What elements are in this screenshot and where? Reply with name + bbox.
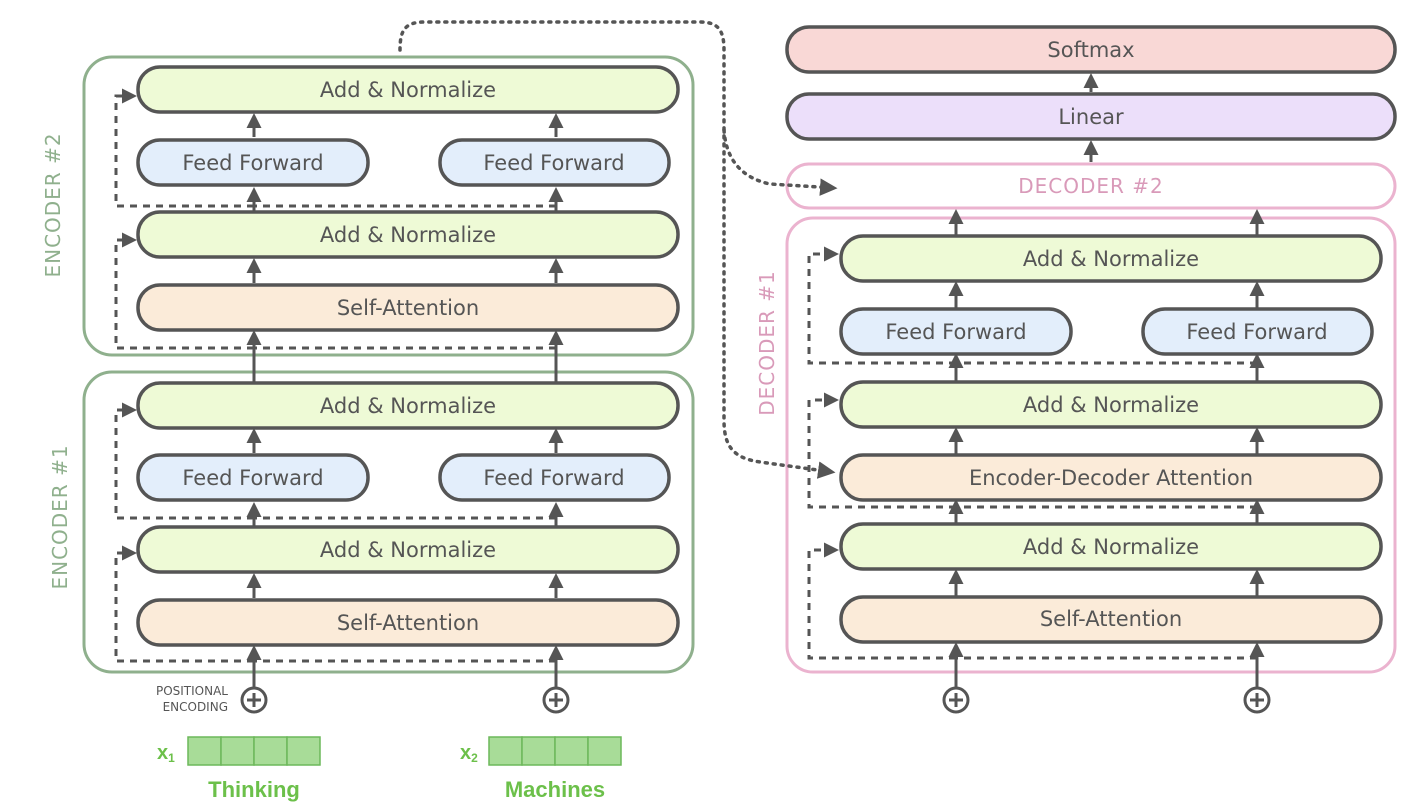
plus-circle-icon xyxy=(542,686,570,714)
encoder-1-self-attention xyxy=(136,598,680,647)
input-2-word: Machines xyxy=(505,777,605,802)
encoder-2-feed-forward-left xyxy=(136,138,370,187)
encoder-2-feed-forward-right-label: Feed Forward xyxy=(483,151,624,175)
encoder-1-self-attention-label: Self-Attention xyxy=(337,611,479,635)
encoder-2-self-attention xyxy=(136,283,680,332)
decoder-1-add-normalize-2-label: Add & Normalize xyxy=(1023,393,1199,417)
encoder-2-feed-forward-left-label: Feed Forward xyxy=(182,151,323,175)
decoder-1-feed-forward-right-label: Feed Forward xyxy=(1186,320,1327,344)
decoder-1-self-attention-label: Self-Attention xyxy=(1040,607,1182,631)
encoder-2-add-normalize-top-label: Add & Normalize xyxy=(320,78,496,102)
encoder-1-add-normalize-top xyxy=(136,381,680,430)
linear-box xyxy=(785,92,1397,141)
encoder-2-residual-upper xyxy=(114,88,254,208)
encoder-2-residual-lower xyxy=(114,232,254,350)
softmax-box xyxy=(785,25,1397,74)
decoder-1-add-normalize-1 xyxy=(839,522,1383,571)
decoder-1-feed-forward-left-label: Feed Forward xyxy=(885,320,1026,344)
encoder-2-self-attention-label: Self-Attention xyxy=(337,296,479,320)
encoder-2-add-normalize-mid xyxy=(136,210,680,259)
decoder-1-encoder-decoder-attention-label: Encoder-Decoder Attention xyxy=(969,466,1253,490)
encoder-2-frame xyxy=(82,55,695,357)
encoder-2-title: ENCODER #2 xyxy=(41,132,65,277)
decoder-1-title: DECODER #1 xyxy=(755,270,779,416)
encoder-output-to-decoder-2 xyxy=(722,128,838,196)
decoder-1-self-attention xyxy=(839,595,1383,644)
decoder-1-encoder-decoder-attention xyxy=(839,453,1383,502)
encoder-2-add-normalize-mid-label: Add & Normalize xyxy=(320,223,496,247)
input-2-var: x2 xyxy=(460,742,478,765)
decoder-1-residual-mid xyxy=(807,392,956,509)
decoder-1-add-normalize-top xyxy=(839,234,1383,283)
encoder-1-add-normalize-mid-label: Add & Normalize xyxy=(320,538,496,562)
decoder-2-box xyxy=(785,162,1397,210)
encoder-1-add-normalize-top-label: Add & Normalize xyxy=(320,394,496,418)
input-1-embedding-vector xyxy=(187,736,321,766)
plus-circle-icon xyxy=(942,686,970,714)
encoder-1-residual-lower xyxy=(114,545,254,663)
decoder-1-feed-forward-left xyxy=(839,307,1073,356)
plus-circle-icon xyxy=(1243,686,1271,714)
positional-encoding-label-line2: ENCODING xyxy=(163,700,228,714)
encoder-1-frame xyxy=(82,370,695,674)
linear-label: Linear xyxy=(1058,105,1124,129)
decoder-1-add-normalize-1-label: Add & Normalize xyxy=(1023,535,1199,559)
encoder-1-feed-forward-right xyxy=(438,453,671,502)
decoder-1-residual-bottom xyxy=(807,542,956,660)
encoder-1-feed-forward-left-label: Feed Forward xyxy=(182,466,323,490)
encoder-1-residual-upper xyxy=(114,402,254,520)
input-2-embedding-vector xyxy=(488,736,622,766)
encoder-2-add-normalize-top xyxy=(136,65,680,114)
decoder-1-add-normalize-top-label: Add & Normalize xyxy=(1023,247,1199,271)
decoder-2-title: DECODER #2 xyxy=(1018,174,1164,198)
encoder-2-feed-forward-right xyxy=(438,138,671,187)
input-1-word: Thinking xyxy=(208,777,300,802)
decoder-1-frame xyxy=(785,216,1397,674)
decoder-1-feed-forward-right xyxy=(1141,307,1374,356)
input-1-var: x1 xyxy=(157,742,175,765)
softmax-label: Softmax xyxy=(1047,38,1134,62)
encoder-output-connection xyxy=(398,20,836,479)
encoder-1-add-normalize-mid xyxy=(136,525,680,574)
encoder-1-title: ENCODER #1 xyxy=(48,444,72,589)
decoder-1-add-normalize-2 xyxy=(839,380,1383,429)
encoder-1-feed-forward-left xyxy=(136,453,370,502)
encoder-1-feed-forward-right-label: Feed Forward xyxy=(483,466,624,490)
plus-circle-icon xyxy=(240,686,268,714)
positional-encoding-label-line1: POSITIONAL xyxy=(156,684,228,698)
decoder-1-residual-top xyxy=(807,246,956,365)
